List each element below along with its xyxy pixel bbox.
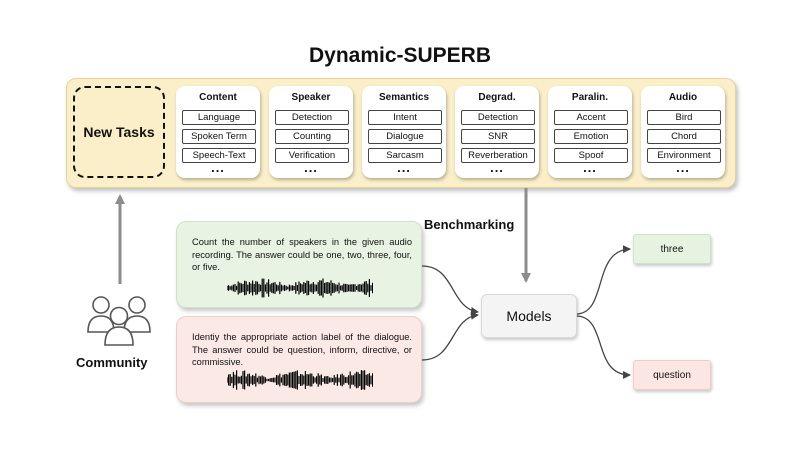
task-pill: Sarcasm — [368, 148, 442, 163]
category-speaker: Speaker Detection Counting Verification … — [269, 86, 353, 178]
card2-to-models-connector — [421, 311, 479, 361]
diagram-title: Dynamic-SUPERB — [308, 44, 492, 67]
category-content: Content Language Spoken Term Speech-Text… — [176, 86, 260, 178]
more-ellipsis: ... — [676, 160, 690, 175]
task-pill: Spoken Term — [182, 129, 256, 144]
more-ellipsis: ... — [211, 160, 225, 175]
more-ellipsis: ... — [583, 160, 597, 175]
category-title: Audio — [668, 92, 698, 103]
waveform-icon — [227, 370, 373, 390]
community-label: Community — [76, 355, 148, 370]
task-pill: SNR — [461, 129, 535, 144]
task-pill: Detection — [461, 110, 535, 125]
category-semantics: Semantics Intent Dialogue Sarcasm ... — [362, 86, 446, 178]
task-pill: Reverberation — [461, 148, 535, 163]
more-ellipsis: ... — [304, 160, 318, 175]
category-title: Degrad. — [478, 92, 516, 103]
task-pill: Verification — [275, 148, 349, 163]
instruction-card-speaker-count: Count the number of speakers in the give… — [176, 221, 422, 308]
output-question: question — [633, 360, 711, 390]
category-paralinguistics: Paralin. Accent Emotion Spoof ... — [548, 86, 632, 178]
instruction-text: Identiy the appropriate action label of … — [192, 332, 412, 367]
category-title: Content — [199, 92, 237, 103]
category-title: Speaker — [291, 92, 331, 103]
task-pill: Intent — [368, 110, 442, 125]
task-pill: Emotion — [554, 129, 628, 144]
task-pill: Spoof — [554, 148, 628, 163]
category-title: Paralin. — [571, 92, 609, 103]
models-box: Models — [481, 294, 577, 338]
new-tasks-box: New Tasks — [73, 86, 165, 178]
task-pill: Dialogue — [368, 129, 442, 144]
category-title: Semantics — [378, 92, 430, 103]
task-pill: Speech-Text — [182, 148, 256, 163]
more-ellipsis: ... — [397, 160, 411, 175]
task-pill: Counting — [275, 129, 349, 144]
benchmarking-label: Benchmarking — [424, 217, 515, 232]
task-pill: Chord — [647, 129, 721, 144]
task-pill: Accent — [554, 110, 628, 125]
models-to-question-connector — [575, 315, 631, 379]
task-pill: Detection — [275, 110, 349, 125]
task-pill: Environment — [647, 148, 721, 163]
category-degradation: Degrad. Detection SNR Reverberation ... — [455, 86, 539, 178]
waveform-icon — [227, 278, 373, 298]
more-ellipsis: ... — [490, 160, 504, 175]
instruction-card-dialogue-act: Identiy the appropriate action label of … — [176, 316, 422, 403]
card1-to-models-connector — [421, 265, 479, 315]
community-people-icon — [87, 296, 151, 346]
task-pill: Language — [182, 110, 256, 125]
instruction-text: Count the number of speakers in the give… — [192, 237, 412, 272]
task-pill: Bird — [647, 110, 721, 125]
output-three: three — [633, 234, 711, 264]
models-to-three-connector — [575, 245, 631, 315]
category-audio: Audio Bird Chord Environment ... — [641, 86, 725, 178]
